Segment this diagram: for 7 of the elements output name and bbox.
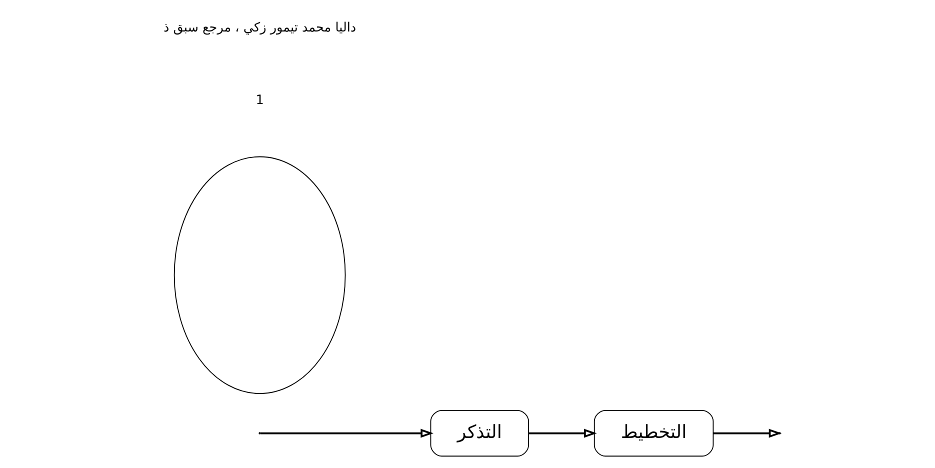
arrow xyxy=(528,428,597,438)
arrow xyxy=(260,428,434,438)
label: 1 xyxy=(256,92,264,108)
node-box: التذكر xyxy=(430,410,529,457)
label: داليا محمد تيمور زكي ، مرجع سبق ذ xyxy=(163,20,356,36)
node-ellipse xyxy=(174,156,346,394)
node-box: التخطيط xyxy=(594,410,714,457)
